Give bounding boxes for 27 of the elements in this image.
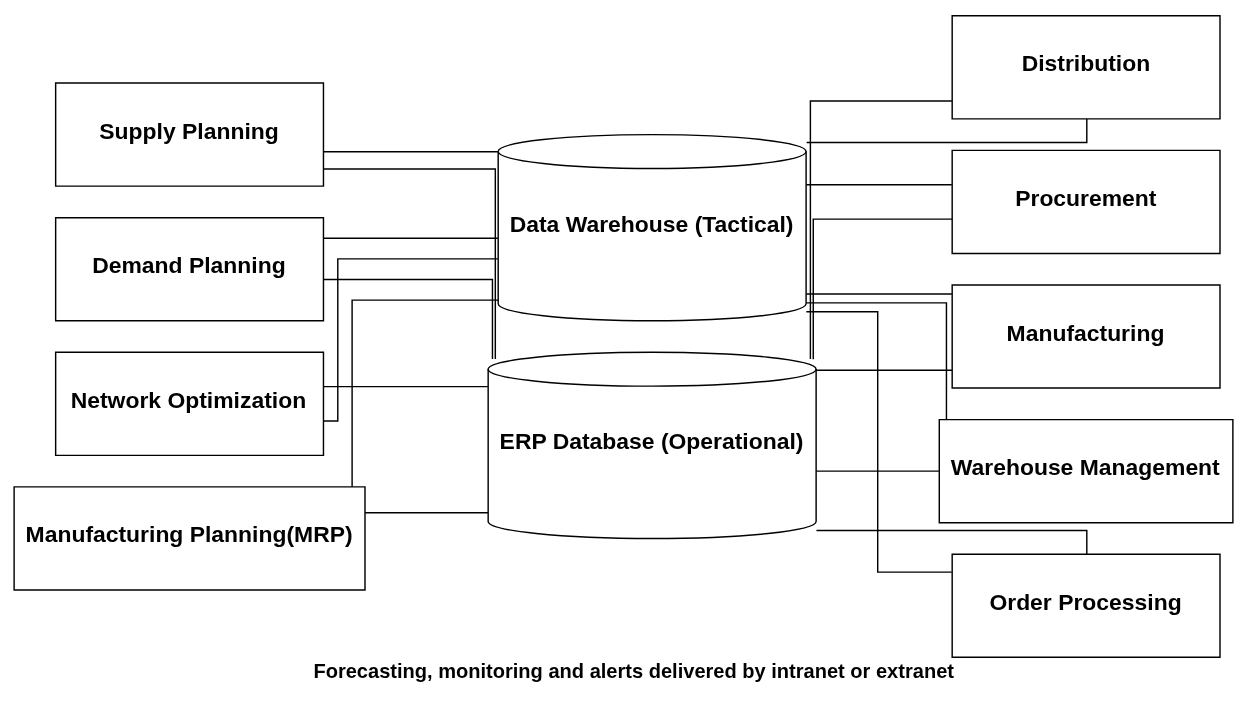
- node-box: Order Processing: [951, 553, 1221, 658]
- connector: [815, 529, 1088, 555]
- caption: Forecasting, monitoring and alerts delivered by intranet or extranet: [313, 659, 954, 682]
- connector: [351, 298, 499, 487]
- connector: [812, 217, 953, 360]
- node-box: Network Optimization: [54, 351, 325, 456]
- node-box: Supply Planning: [54, 81, 325, 187]
- connector: [323, 150, 499, 152]
- connector: [809, 99, 953, 360]
- node-box: Distribution: [951, 14, 1221, 120]
- node-box: Warehouse Management: [938, 418, 1234, 523]
- connector: [805, 117, 1088, 143]
- connector: [323, 237, 499, 239]
- connector: [322, 167, 497, 360]
- connector: [805, 292, 953, 295]
- node-box: Demand Planning: [54, 216, 325, 321]
- connector: [323, 385, 489, 387]
- connector: [805, 301, 948, 420]
- node-box: Procurement: [951, 149, 1221, 254]
- connector: [815, 368, 953, 371]
- node-box: Manufacturing Planning(MRP): [13, 485, 366, 591]
- connector: [364, 511, 489, 513]
- connector: [815, 469, 940, 472]
- connector: [323, 278, 494, 360]
- connector: [805, 183, 953, 185]
- connector: [805, 310, 953, 573]
- node-box: Manufacturing: [951, 283, 1221, 389]
